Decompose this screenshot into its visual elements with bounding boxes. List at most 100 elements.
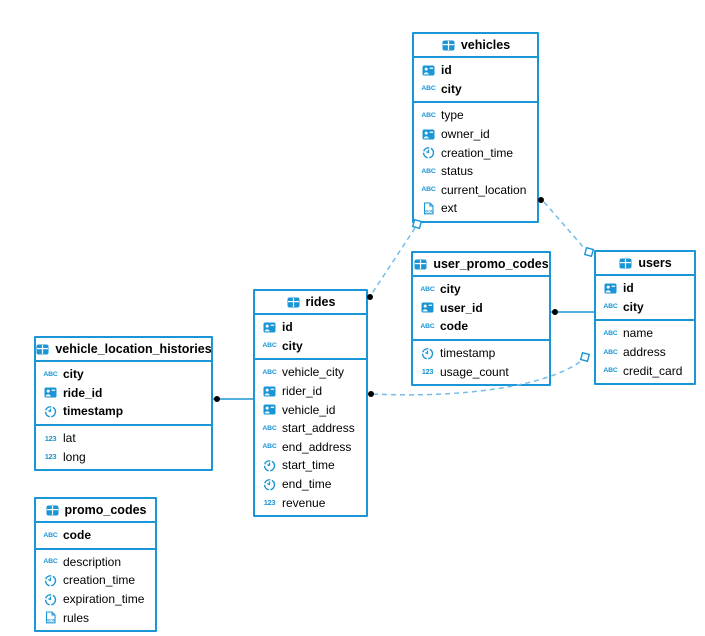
table-icon — [286, 296, 301, 309]
field-start_address[interactable]: ABC start_address — [255, 419, 366, 438]
table-icon — [413, 258, 428, 271]
abc-icon: ABC — [603, 329, 618, 337]
primary-key-section: id ABC city — [596, 276, 694, 319]
table-name: rides — [305, 295, 336, 309]
table-header[interactable]: vehicles — [414, 34, 537, 58]
abc-icon: ABC — [262, 342, 277, 350]
field-label: city — [441, 81, 462, 96]
table-header[interactable]: promo_codes — [36, 499, 155, 523]
field-end_address[interactable]: ABC end_address — [255, 438, 366, 457]
abc-icon: ABC — [420, 322, 435, 330]
table-header[interactable]: users — [596, 252, 694, 276]
primary-field-code[interactable]: ABC code — [413, 317, 549, 336]
field-usage_count[interactable]: 123 usage_count — [413, 362, 549, 381]
field-end_time[interactable]: end_time — [255, 475, 366, 494]
field-label: start_address — [282, 421, 355, 436]
fields-section: ABC description creation_time expiration… — [36, 547, 155, 630]
table-user_promo_codes[interactable]: user_promo_codes ABC city user_id ABC co… — [411, 251, 551, 386]
field-rules[interactable]: JSON rules — [36, 608, 155, 627]
abc-icon: ABC — [262, 368, 277, 376]
json-icon: JSON — [43, 611, 58, 624]
field-credit_card[interactable]: ABC credit_card — [596, 361, 694, 380]
field-label: description — [63, 554, 122, 569]
primary-field-id[interactable]: id — [255, 318, 366, 337]
field-lat[interactable]: 123 lat — [36, 429, 211, 448]
num-icon: 123 — [263, 498, 276, 508]
field-type[interactable]: ABC type — [414, 106, 537, 125]
field-current_location[interactable]: ABC current_location — [414, 181, 537, 200]
num-icon: 123 — [44, 433, 57, 443]
table-name: vehicles — [460, 38, 511, 52]
field-creation_time[interactable]: creation_time — [36, 571, 155, 590]
fields-section: timestamp 123 usage_count — [413, 338, 549, 384]
field-owner_id[interactable]: owner_id — [414, 125, 537, 144]
primary-field-code[interactable]: ABC code — [36, 526, 155, 545]
primary-field-city[interactable]: ABC city — [255, 337, 366, 356]
field-expiration_time[interactable]: expiration_time — [36, 590, 155, 609]
table-vehicles[interactable]: vehicles id ABC city ABC type owner_id c… — [412, 32, 539, 223]
edge-dot — [368, 391, 374, 397]
idcard-icon — [262, 321, 277, 334]
table-users[interactable]: users id ABC city ABC name ABC address A… — [594, 250, 696, 385]
primary-field-id[interactable]: id — [596, 279, 694, 298]
primary-field-user_id[interactable]: user_id — [413, 299, 549, 318]
clock-icon — [43, 405, 58, 418]
abc-icon: ABC — [262, 443, 277, 451]
field-ext[interactable]: JSON ext — [414, 199, 537, 218]
field-rider_id[interactable]: rider_id — [255, 382, 366, 401]
field-label: type — [441, 108, 464, 123]
clock-icon — [420, 347, 435, 360]
field-label: end_time — [282, 477, 332, 492]
table-vehicle_location_histories[interactable]: vehicle_location_histories ABC city ride… — [34, 336, 213, 471]
field-label: current_location — [441, 182, 527, 197]
field-revenue[interactable]: 123 revenue — [255, 493, 366, 512]
idcard-icon — [421, 64, 436, 77]
clock-icon — [262, 478, 277, 491]
edge-vehicles-rides — [370, 227, 416, 296]
clock-icon — [43, 574, 58, 587]
table-promo_codes[interactable]: promo_codes ABC code ABC description cre… — [34, 497, 157, 632]
primary-field-city[interactable]: ABC city — [414, 80, 537, 99]
field-label: city — [623, 299, 644, 314]
field-label: code — [63, 528, 92, 543]
table-icon — [618, 257, 633, 270]
primary-field-city[interactable]: ABC city — [413, 280, 549, 299]
field-label: creation_time — [63, 573, 136, 588]
table-header[interactable]: rides — [255, 291, 366, 315]
primary-field-ride_id[interactable]: ride_id — [36, 384, 211, 403]
clock-icon — [43, 593, 58, 606]
table-name: users — [638, 256, 672, 270]
primary-key-section: ABC city user_id ABC code — [413, 277, 549, 339]
field-timestamp[interactable]: timestamp — [413, 344, 549, 363]
field-label: status — [441, 164, 474, 179]
edge-dot — [552, 309, 558, 315]
field-vehicle_id[interactable]: vehicle_id — [255, 400, 366, 419]
field-vehicle_city[interactable]: ABC vehicle_city — [255, 363, 366, 382]
edge-square — [579, 351, 591, 363]
field-long[interactable]: 123 long — [36, 447, 211, 466]
field-creation_time[interactable]: creation_time — [414, 143, 537, 162]
primary-field-city[interactable]: ABC city — [596, 298, 694, 317]
table-name: vehicle_location_histories — [55, 342, 212, 356]
clock-icon — [262, 459, 277, 472]
abc-icon: ABC — [603, 348, 618, 356]
primary-field-city[interactable]: ABC city — [36, 365, 211, 384]
field-status[interactable]: ABC status — [414, 162, 537, 181]
edge-vehicles-users — [543, 201, 586, 250]
field-label: name — [623, 326, 654, 341]
field-address[interactable]: ABC address — [596, 343, 694, 362]
table-rides[interactable]: rides id ABC city ABC vehicle_city rider… — [253, 289, 368, 517]
field-start_time[interactable]: start_time — [255, 456, 366, 475]
primary-field-id[interactable]: id — [414, 61, 537, 80]
field-description[interactable]: ABC description — [36, 553, 155, 572]
field-label: revenue — [282, 495, 326, 510]
table-icon — [45, 504, 60, 517]
primary-field-timestamp[interactable]: timestamp — [36, 402, 211, 421]
abc-icon: ABC — [43, 370, 58, 378]
table-header[interactable]: user_promo_codes — [413, 253, 549, 277]
table-header[interactable]: vehicle_location_histories — [36, 338, 212, 362]
table-name: promo_codes — [64, 503, 147, 517]
field-label: credit_card — [623, 363, 683, 378]
field-name[interactable]: ABC name — [596, 324, 694, 343]
